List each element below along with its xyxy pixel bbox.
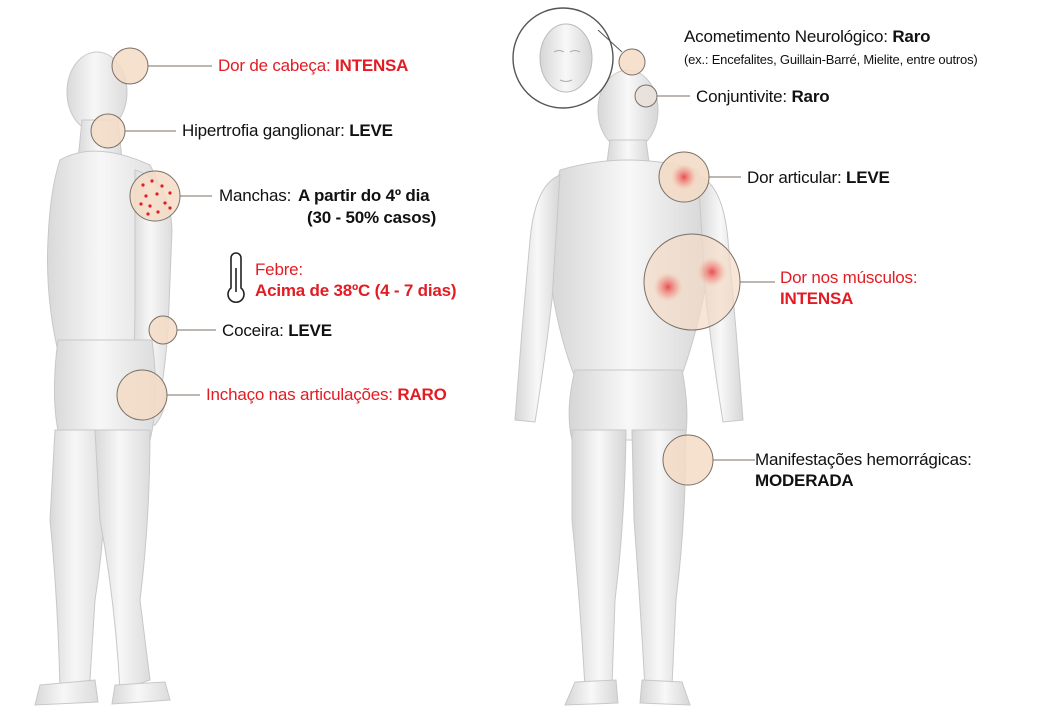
- thermometer-icon: [228, 253, 244, 302]
- hemorrhagic-value: MODERADA: [755, 471, 854, 490]
- fever-label: Febre:: [255, 260, 303, 280]
- rash-value: A partir do 4º dia: [298, 186, 429, 206]
- right-body-figure: [515, 70, 743, 705]
- fever-value: Acima de 38ºC (4 - 7 dias): [255, 281, 456, 300]
- head-pain-title: Dor de cabeça:: [218, 56, 331, 75]
- muscle-pain-value: INTENSA: [780, 289, 853, 308]
- neuro-value: Raro: [892, 27, 930, 46]
- joint-swelling-title: Inchaço nas articulações:: [206, 385, 393, 404]
- hemorrhagic-label: Manifestações hemorrágicas:: [755, 450, 972, 470]
- muscle-pain-title: Dor nos músculos:: [780, 268, 917, 287]
- itch-value: LEVE: [288, 321, 332, 340]
- joint-swelling-value: RARO: [397, 385, 446, 404]
- neuro-label: Acometimento Neurológico: Raro: [684, 27, 930, 47]
- joint-swelling-label: Inchaço nas articulações: RARO: [206, 385, 447, 405]
- joint-pain-value: LEVE: [846, 168, 890, 187]
- itch-title: Coceira:: [222, 321, 284, 340]
- rash-value-line2: (30 - 50% casos): [307, 208, 436, 227]
- lymph-label: Hipertrofia ganglionar: LEVE: [182, 121, 393, 141]
- itch-label: Coceira: LEVE: [222, 321, 332, 341]
- conjunctivitis-value: Raro: [791, 87, 829, 106]
- neuro-note: (ex.: Encefalites, Guillain-Barré, Mieli…: [684, 52, 978, 68]
- fever-value-wrap: Acima de 38ºC (4 - 7 dias): [255, 281, 456, 301]
- conjunctivitis-label: Conjuntivite: Raro: [696, 87, 829, 107]
- hemorrhagic-value-wrap: MODERADA: [755, 471, 854, 491]
- joint-pain-title: Dor articular:: [747, 168, 842, 187]
- muscle-pain-value-wrap: INTENSA: [780, 289, 853, 309]
- muscle-pain-label: Dor nos músculos:: [780, 268, 917, 288]
- lymph-title: Hipertrofia ganglionar:: [182, 121, 345, 140]
- fever-title: Febre:: [255, 260, 303, 279]
- hemorrhagic-title: Manifestações hemorrágicas:: [755, 450, 972, 469]
- neuro-title: Acometimento Neurológico:: [684, 27, 888, 46]
- rash-value-line1: A partir do 4º dia: [298, 186, 429, 205]
- head-closeup-inset: [513, 8, 613, 108]
- conjunctivitis-title: Conjuntivite:: [696, 87, 787, 106]
- joint-pain-label: Dor articular: LEVE: [747, 168, 890, 188]
- rash-label: Manchas:: [219, 186, 291, 206]
- head-pain-label: Dor de cabeça: INTENSA: [218, 56, 408, 76]
- rash-value-2: (30 - 50% casos): [307, 208, 436, 228]
- lymph-value: LEVE: [349, 121, 393, 140]
- head-pain-value: INTENSA: [335, 56, 408, 75]
- rash-title: Manchas:: [219, 186, 291, 205]
